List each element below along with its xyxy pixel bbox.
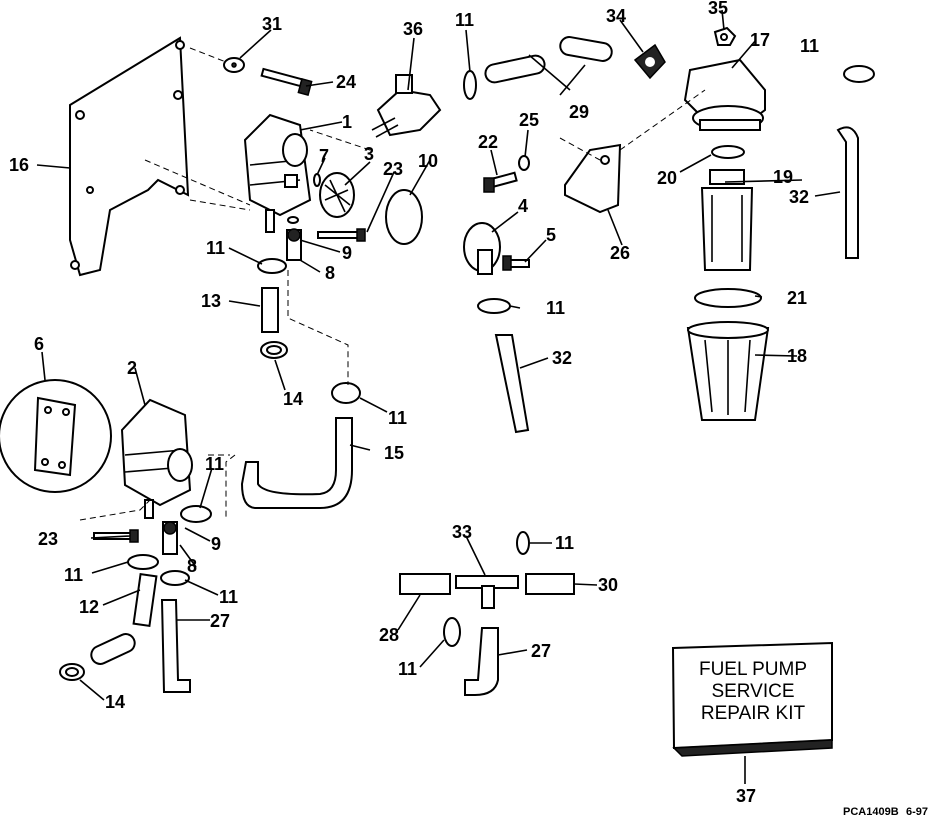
- callout-label: 22: [478, 132, 498, 152]
- callout-label: 3: [364, 144, 374, 164]
- screen-filter-part: [319, 172, 355, 218]
- callout-label: 18: [787, 346, 807, 366]
- callout-label: 32: [552, 348, 572, 368]
- callout-labels: 31 36 11 34 35 17 11 24 29 1 16 7 3 23 1…: [9, 0, 819, 806]
- callout-label: 10: [418, 151, 438, 171]
- callout-label: 9: [342, 243, 352, 263]
- callout-label: 11: [546, 298, 565, 318]
- callout-label: 14: [283, 389, 303, 409]
- callout-label: 28: [379, 625, 399, 645]
- fuel-pump-lower-part: [120, 398, 193, 519]
- callout-label: 11: [388, 408, 407, 428]
- kit-title-line-2: SERVICE: [711, 681, 794, 702]
- callout-label: 19: [773, 167, 793, 187]
- repair-kit-box: [671, 641, 833, 757]
- fuel-fitting-part: [371, 74, 442, 138]
- callout-label: 7: [319, 146, 329, 166]
- callout-label: 8: [325, 263, 335, 283]
- washer-part: [223, 57, 245, 73]
- callout-label: 26: [610, 243, 630, 263]
- filter-bracket-part: [564, 143, 622, 214]
- bracket-washer-part: [518, 155, 530, 171]
- bent-hose-part: [240, 417, 353, 509]
- bowl-seal-part: [694, 288, 762, 308]
- callout-label: 5: [546, 225, 556, 245]
- callout-label: 20: [657, 168, 677, 188]
- filter-bowl-part: [686, 321, 770, 421]
- callout-label: 15: [384, 443, 404, 463]
- kit-title-line-3: REPAIR KIT: [701, 703, 806, 724]
- drawing-code: PCA1409B: [843, 806, 899, 818]
- nut-part: [713, 26, 737, 46]
- callout-label: 6: [34, 334, 44, 354]
- short-hose-part: [261, 287, 279, 333]
- filter-o-ring-part: [711, 145, 745, 159]
- lower-spring-clip-part: [59, 663, 85, 681]
- callout-label: 2: [127, 358, 137, 378]
- callout-label: 21: [787, 288, 807, 308]
- callout-label: 11: [219, 587, 238, 607]
- pump-screw-part: [317, 228, 366, 242]
- fuel-hose-part: [484, 36, 613, 84]
- callout-label: 27: [210, 611, 230, 631]
- callout-label: 32: [789, 187, 809, 207]
- drawing-date: 6-97: [906, 806, 928, 818]
- callout-label: 11: [455, 10, 474, 30]
- callout-label: 35: [708, 0, 728, 18]
- callout-label: 8: [187, 556, 197, 576]
- lower-hoses-part: [90, 573, 191, 693]
- fuel-pump-upper-part: [243, 113, 312, 233]
- gasket-detail-inset: [0, 379, 112, 493]
- callout-label: 23: [38, 529, 58, 549]
- callout-label: 33: [452, 522, 472, 542]
- callout-label: 34: [606, 6, 626, 26]
- callout-label: 9: [211, 534, 221, 554]
- tee-fitting-part: [455, 575, 519, 609]
- middle-hose-part: [494, 334, 530, 434]
- filter-element-part: [700, 169, 754, 271]
- o-ring-part: [385, 189, 423, 245]
- kit-title-line-1: FUEL PUMP: [699, 659, 807, 680]
- tee-hoses-part: [399, 573, 575, 696]
- callout-label: 17: [750, 30, 770, 50]
- callout-label: 16: [9, 155, 29, 175]
- callout-label: 1: [342, 112, 352, 132]
- callout-label: 23: [383, 159, 403, 179]
- callout-label: 30: [598, 575, 618, 595]
- assembly-guide-lines: [79, 47, 706, 521]
- leader-lines: [36, 9, 841, 784]
- callout-label: 14: [105, 692, 125, 712]
- callout-label: 27: [531, 641, 551, 661]
- callout-label: 11: [206, 238, 225, 258]
- bracket-screw-part: [483, 171, 518, 193]
- callout-label: 4: [518, 196, 528, 216]
- callout-label: 11: [398, 659, 417, 679]
- callout-label: 11: [64, 565, 83, 585]
- right-hose-part: [836, 126, 859, 259]
- callout-label: 37: [736, 786, 756, 806]
- callout-label: 36: [403, 19, 423, 39]
- callout-label: 11: [800, 36, 819, 56]
- filter-head-part: [683, 58, 766, 131]
- grommet-part: [633, 43, 666, 80]
- cover-part: [463, 222, 501, 275]
- mounting-plate-part: [69, 36, 190, 277]
- screw-part: [260, 67, 313, 96]
- callout-label: 11: [555, 533, 574, 553]
- callout-label: 25: [519, 110, 539, 130]
- hose-fitting-part: [286, 228, 302, 261]
- callout-label: 29: [569, 102, 589, 122]
- callout-label: 31: [262, 14, 282, 34]
- callout-label: 24: [336, 72, 356, 92]
- small-gasket-part: [313, 173, 321, 187]
- spring-clip-part: [260, 341, 288, 359]
- callout-label: 12: [79, 597, 99, 617]
- fitting-o-ring-part: [287, 216, 299, 224]
- callout-label: 13: [201, 291, 221, 311]
- cover-screw-part: [502, 255, 530, 271]
- callout-label: 11: [205, 454, 224, 474]
- lower-hose-fitting-part: [162, 521, 178, 555]
